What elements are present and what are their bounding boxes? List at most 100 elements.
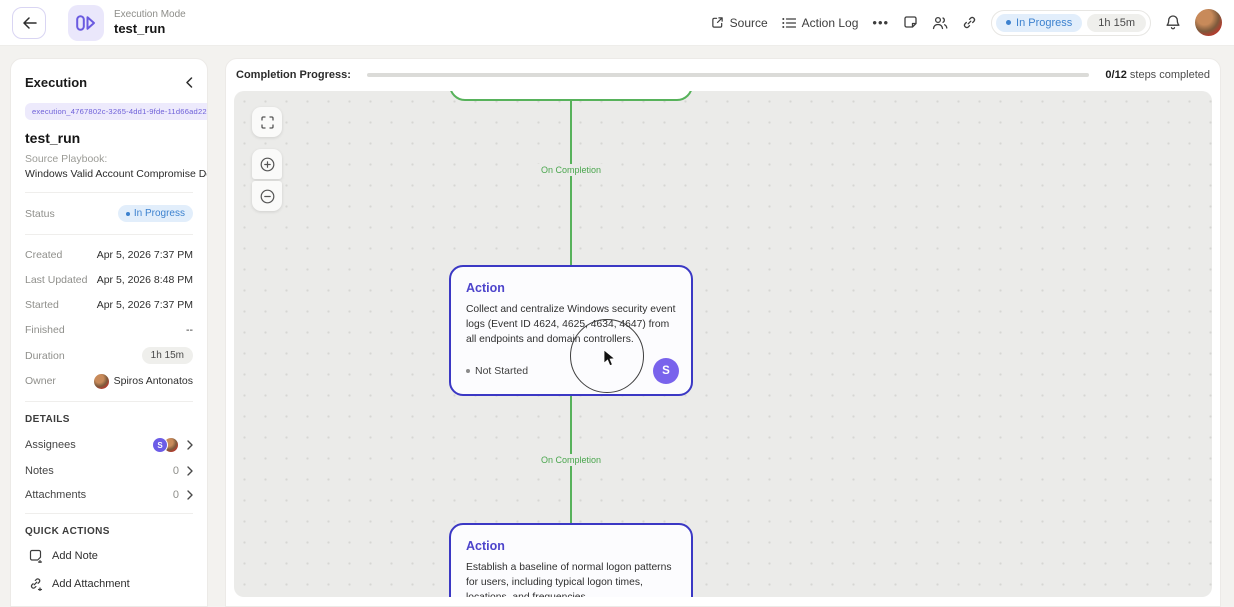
duration-label: Duration (25, 349, 65, 362)
duration-chip: 1h 15m (141, 347, 193, 364)
progress-track (366, 73, 1090, 77)
assignee-avatars: S (152, 437, 179, 453)
status-badge-label: In Progress (1016, 16, 1073, 29)
topbar-left: Execution Mode test_run (12, 4, 186, 41)
notes-row[interactable]: Notes 0 (25, 465, 193, 477)
completion-progress-label: Completion Progress: (236, 69, 351, 81)
owner-avatar (93, 373, 109, 389)
add-attachment-button[interactable]: Add Attachment (29, 577, 193, 591)
quick-actions-heading: QUICK ACTIONS (25, 526, 110, 537)
node-assignee-avatar[interactable]: S (653, 358, 679, 384)
last-updated-row: Last Updated Apr 5, 2026 8:48 PM (25, 272, 193, 288)
back-button[interactable] (12, 6, 46, 39)
status-chip-dot (125, 211, 130, 216)
zoom-out-icon (260, 189, 275, 204)
finished-label: Finished (25, 324, 65, 336)
attachments-row[interactable]: Attachments 0 (25, 489, 193, 501)
finished-value: -- (186, 324, 193, 336)
attachments-label: Attachments (25, 489, 87, 501)
owner-label: Owner (25, 375, 56, 387)
add-attachment-label: Add Attachment (52, 578, 130, 590)
details-heading: DETAILS (25, 414, 70, 425)
status-dot (1006, 20, 1012, 25)
action-node-collect-logs[interactable]: Action Collect and centralize Windows se… (449, 265, 693, 396)
action-log-button-label: Action Log (801, 15, 859, 30)
execution-run-name: test_run (25, 130, 81, 146)
duration-badge: 1h 15m (1087, 13, 1146, 32)
run-name: test_run (114, 21, 166, 36)
zoom-in-icon (260, 157, 275, 172)
status-chip: In Progress (117, 205, 193, 222)
node-status: Not Started (466, 365, 528, 377)
collapse-panel-icon[interactable] (185, 77, 193, 88)
topbar: Execution Mode test_run Source Action Lo… (0, 0, 1234, 46)
assignees-row[interactable]: Assignees S (25, 437, 193, 453)
divider (25, 513, 193, 514)
chevron-right-icon (187, 490, 193, 500)
owner-row: Owner Spiros Antonatos (25, 373, 193, 389)
node-status-label: Not Started (475, 365, 529, 377)
source-button[interactable]: Source (711, 16, 768, 30)
started-row: Started Apr 5, 2026 7:37 PM (25, 297, 193, 313)
source-playbook-value: Windows Valid Account Compromise Det... (25, 168, 208, 180)
link-icon (962, 15, 977, 30)
last-updated-label: Last Updated (25, 274, 88, 286)
add-note-icon (29, 549, 43, 563)
main-panel: Completion Progress: 0/12 steps complete… (225, 58, 1221, 607)
completion-progress-bar: Completion Progress: 0/12 steps complete… (226, 59, 1220, 91)
last-updated-value: Apr 5, 2026 8:48 PM (96, 274, 193, 286)
status-row: Status In Progress (25, 205, 193, 222)
divider (25, 234, 193, 235)
node-description: Collect and centralize Windows security … (466, 304, 676, 345)
workflow-canvas[interactable]: On Completion Action Collect and central… (234, 91, 1212, 597)
click-indicator-ring (570, 319, 644, 393)
node-description: Establish a baseline of normal logon pat… (466, 562, 672, 597)
edge-label-on-completion: On Completion (535, 454, 607, 466)
back-arrow-icon (22, 16, 37, 29)
steps-fraction: 0/12 (1105, 69, 1127, 81)
topbar-right: Source Action Log ••• In (711, 9, 1222, 36)
fit-view-button[interactable] (252, 107, 282, 137)
source-button-label: Source (729, 15, 768, 30)
zoom-in-button[interactable] (252, 149, 282, 179)
duration-row: Duration 1h 15m (25, 347, 193, 364)
divider (25, 192, 193, 193)
chevron-right-icon (187, 466, 193, 476)
finished-row: Finished -- (25, 322, 193, 338)
chevron-right-icon (187, 440, 193, 450)
zoom-out-button[interactable] (252, 181, 282, 211)
source-playbook-label: Source Playbook: (25, 153, 108, 165)
node-type-label: Action (466, 539, 505, 553)
status-badge: In Progress (996, 13, 1083, 32)
steps-completed-text: 0/12 steps completed (1105, 69, 1210, 81)
note-icon (903, 15, 918, 30)
add-attachment-icon (29, 577, 43, 591)
list-icon (781, 17, 796, 29)
started-label: Started (25, 299, 59, 311)
node-status-dot (466, 369, 470, 373)
panel-title: Execution (25, 75, 88, 90)
notifications-button[interactable] (1165, 14, 1181, 31)
divider (25, 401, 193, 402)
status-row-label: Status (25, 207, 55, 220)
add-note-label: Add Note (52, 550, 98, 562)
notes-button[interactable] (903, 15, 918, 30)
edge-label-on-completion: On Completion (535, 164, 607, 176)
execution-id-badge: execution_4767802c-3265-4dd1-9fde-11d66a… (25, 103, 207, 120)
execution-mode-icon (68, 4, 104, 41)
bell-icon (1165, 14, 1181, 31)
assignees-button[interactable] (932, 16, 948, 30)
fit-view-icon (260, 115, 274, 129)
share-link-button[interactable] (962, 15, 977, 30)
execution-mode-label: Execution Mode (114, 9, 186, 20)
assignee-avatar-initial: S (152, 437, 168, 453)
add-note-button[interactable]: Add Note (29, 549, 193, 563)
notes-count: 0 (172, 465, 179, 477)
users-icon (932, 16, 948, 30)
action-log-button[interactable]: Action Log (781, 15, 859, 30)
execution-panel: Execution execution_4767802c-3265-4dd1-9… (10, 58, 208, 607)
action-node-baseline-logon[interactable]: Action Establish a baseline of normal lo… (449, 523, 693, 597)
more-menu-button[interactable]: ••• (872, 15, 890, 30)
completed-node-partial[interactable] (449, 91, 693, 101)
user-avatar[interactable] (1195, 9, 1222, 36)
